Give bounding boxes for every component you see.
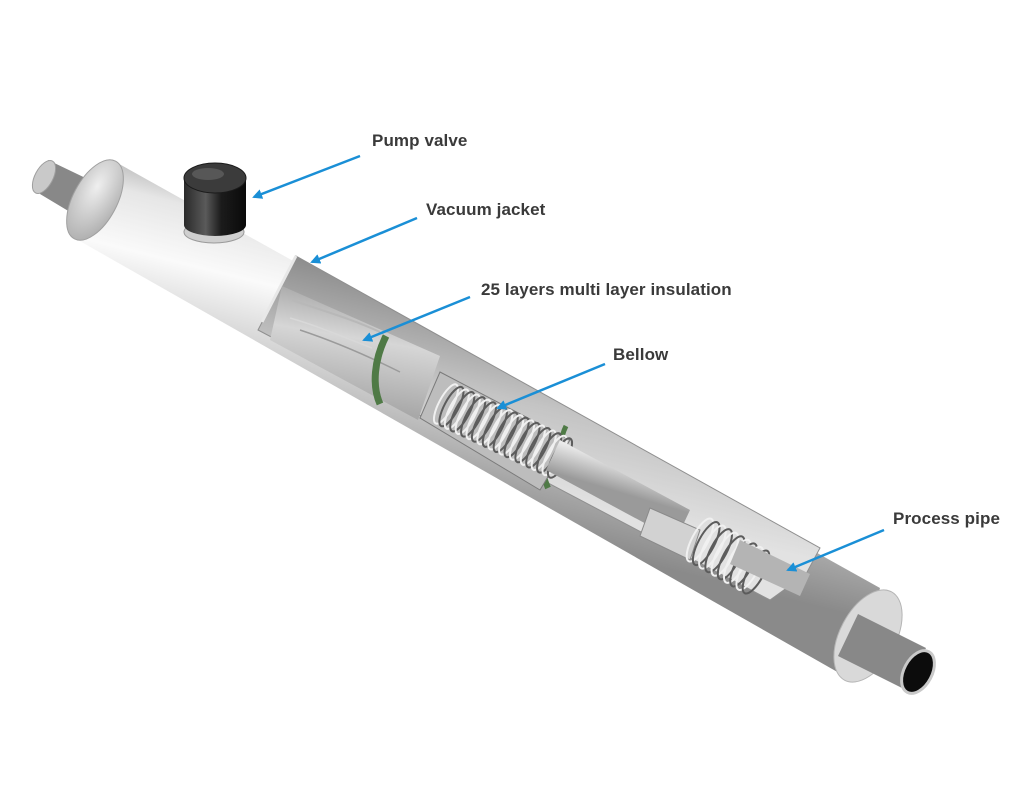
vacuum-jacket-label: Vacuum jacket (426, 200, 545, 220)
pump-valve-label: Pump valve (372, 131, 468, 151)
bellow-label: Bellow (613, 345, 668, 365)
pump-valve (184, 163, 246, 243)
insulation-label: 25 layers multi layer insulation (481, 280, 732, 300)
vacuum-jacket-arrow (312, 218, 417, 262)
pump-valve-arrow (254, 156, 360, 197)
process-pipe-label: Process pipe (893, 509, 1000, 529)
